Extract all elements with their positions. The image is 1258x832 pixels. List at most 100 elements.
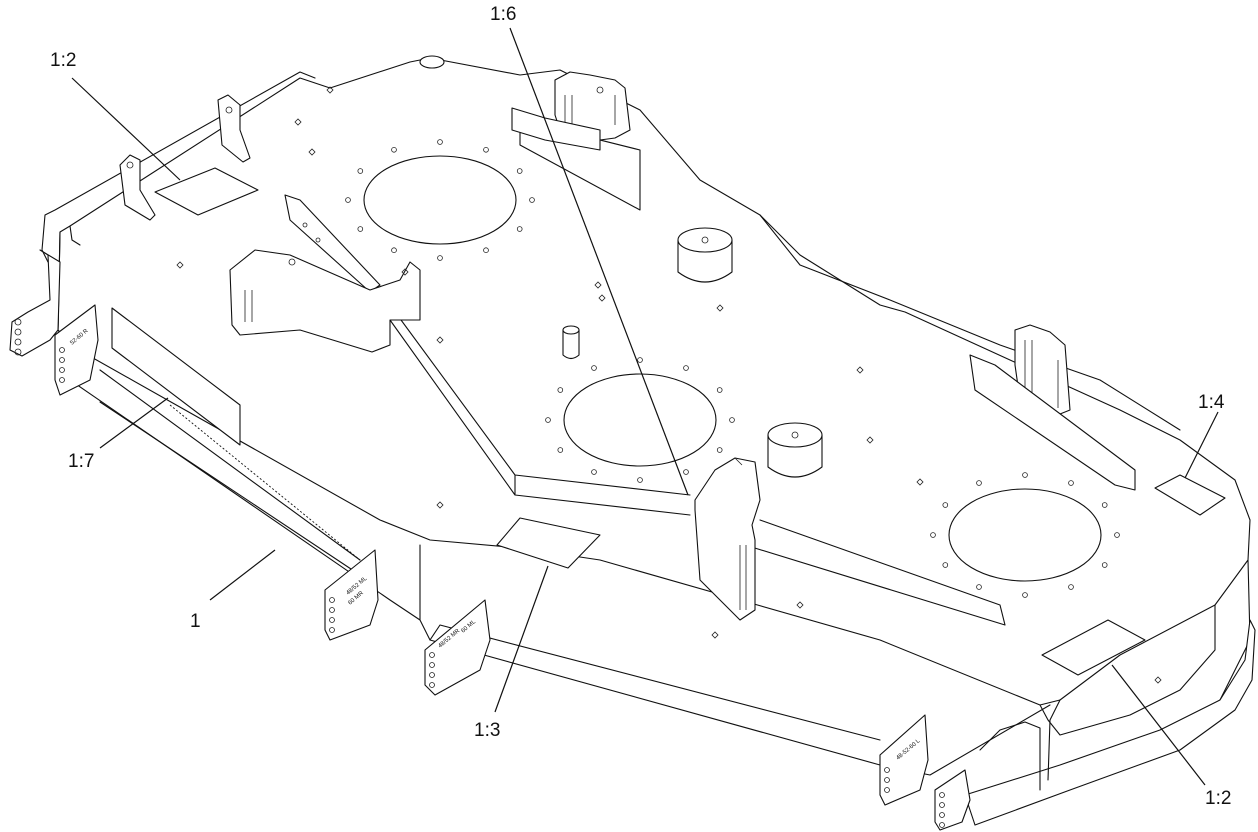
bolt-hole — [1101, 502, 1108, 508]
leader-1-2-top — [71, 77, 181, 181]
bolt-hole — [976, 584, 982, 590]
callout-1: 1 — [190, 611, 201, 632]
pulley-rear — [677, 227, 733, 283]
deck-marker — [866, 436, 874, 444]
deck-marker — [594, 281, 602, 289]
spindle-opening-left — [363, 155, 517, 245]
callout-1-3: 1:3 — [474, 720, 500, 741]
center-baffle — [389, 304, 691, 516]
rear-bracket-right — [217, 94, 251, 163]
decal-right-rear — [1154, 474, 1226, 516]
right-front-bumper — [964, 619, 1256, 826]
center-front-hanger — [694, 457, 761, 621]
front-bracket-right — [879, 714, 929, 806]
deck-marker — [716, 304, 724, 312]
front-bracket-left — [324, 549, 379, 641]
spindle-opening-right — [948, 488, 1102, 582]
bolt-hole — [545, 417, 551, 423]
front-skirt-lower — [99, 369, 361, 576]
bolt-hole — [437, 139, 443, 145]
bolt-hole — [357, 226, 364, 232]
bolt-hole — [942, 502, 949, 508]
leader-1-4 — [1184, 411, 1219, 479]
left-hanger-bracket — [229, 249, 421, 353]
callout-1-7: 1:7 — [68, 451, 94, 472]
rear-bracket-left — [119, 154, 156, 221]
bolt-hole — [557, 387, 564, 393]
front-skirt-dash — [169, 404, 361, 561]
leader-1-7 — [99, 397, 169, 449]
bolt-hole — [1068, 480, 1074, 486]
bolt-hole — [930, 532, 936, 538]
callout-1-2-top: 1:2 — [50, 50, 76, 71]
right-ridge — [759, 214, 1181, 431]
bolt-hole — [357, 168, 364, 174]
deck-marker — [856, 366, 864, 374]
deck-marker — [916, 478, 924, 486]
bolt-hole — [683, 469, 689, 475]
callout-1-2-bottom: 1:2 — [1205, 788, 1231, 809]
decal-right-front — [1041, 619, 1146, 676]
idler-post — [562, 325, 580, 360]
bolt-hole — [1022, 592, 1028, 598]
bolt-hole — [437, 255, 443, 261]
bolt-hole — [976, 480, 982, 486]
bolt-hole — [1068, 584, 1074, 590]
rear-cap — [419, 55, 445, 69]
decal-rear-left — [154, 167, 259, 216]
bolt-hole — [391, 247, 397, 254]
decal-center-front — [496, 517, 601, 569]
bolt-hole — [729, 417, 735, 423]
callout-1-4: 1:4 — [1198, 392, 1225, 413]
bolt-hole — [591, 469, 597, 475]
front-bracket-right-outer — [934, 769, 971, 831]
right-skirt-inner — [979, 699, 1061, 791]
deck-marker — [294, 118, 302, 126]
deck-marker — [796, 601, 804, 609]
leader-1-6 — [509, 27, 689, 496]
bolt-hole — [1114, 532, 1120, 538]
bolt-hole — [529, 197, 535, 203]
bolt-hole — [516, 226, 523, 232]
bolt-hole — [345, 197, 351, 203]
deck-markers — [176, 86, 1162, 684]
rear-right-hanger — [511, 71, 631, 151]
right-baffle — [744, 519, 1006, 626]
spindle-opening-center — [563, 373, 717, 467]
bolt-hole — [716, 447, 723, 453]
pulley-center — [767, 422, 823, 478]
spindle-bolt-holes — [345, 139, 1120, 598]
front-bracket-mid — [424, 599, 491, 696]
bolt-hole — [483, 247, 489, 254]
decal-front-skirt — [111, 307, 241, 446]
deck-marker — [401, 268, 409, 276]
bolt-hole — [557, 447, 564, 453]
leader-1-3 — [494, 565, 549, 713]
deck-marker — [176, 261, 184, 269]
deck-marker — [598, 294, 606, 302]
bolt-hole — [1022, 472, 1028, 478]
deck-marker — [711, 631, 719, 639]
deck-marker — [1154, 676, 1162, 684]
deck-marker — [326, 86, 334, 94]
bolt-hole — [516, 168, 523, 174]
bolt-hole — [1101, 562, 1108, 568]
leader-1-2-bottom — [1111, 664, 1206, 786]
deck-marker — [436, 501, 444, 509]
bolt-hole — [683, 365, 689, 371]
deck-marker — [308, 148, 316, 156]
bolt-hole — [637, 477, 643, 483]
right-side-hanger — [969, 324, 1136, 491]
bolt-hole — [483, 147, 489, 153]
bolt-hole — [391, 147, 397, 153]
deck-marker — [436, 336, 444, 344]
bolt-hole — [637, 357, 643, 363]
bolt-hole — [591, 365, 597, 371]
front-bracket-left-rear — [54, 304, 99, 396]
bolt-hole — [942, 562, 949, 568]
bolt-hole — [716, 387, 723, 393]
leader-1 — [209, 549, 276, 601]
callout-1-6: 1:6 — [490, 4, 516, 25]
